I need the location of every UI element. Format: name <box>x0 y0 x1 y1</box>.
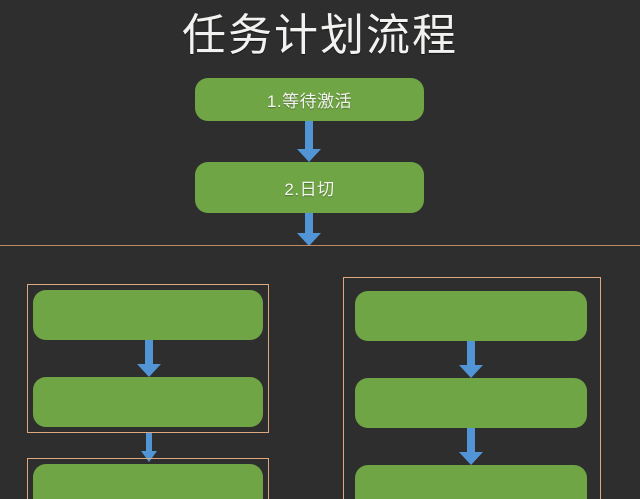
arrow-left-2-to-3 <box>141 433 157 462</box>
page-title: 任务计划流程 <box>182 11 458 60</box>
group-container-left-1 <box>27 284 269 433</box>
node-label: 1.等待激活 <box>266 92 353 111</box>
process-node-right-2[interactable] <box>355 378 587 428</box>
arrow-wait-to-daycut <box>297 121 321 162</box>
arrow-right-1-to-2 <box>459 341 483 378</box>
arrow-shaft <box>467 341 475 365</box>
arrow-head <box>141 451 157 462</box>
process-node-left-3[interactable] <box>33 464 263 499</box>
arrow-shaft <box>305 213 313 233</box>
arrow-head <box>297 149 321 162</box>
group-container-left-2 <box>27 458 269 499</box>
group-container-right-1 <box>343 277 601 499</box>
process-node-right-3[interactable] <box>355 465 587 499</box>
arrow-head <box>297 233 321 246</box>
arrow-head <box>137 364 161 377</box>
arrow-shaft <box>146 433 152 451</box>
process-node-day-cut[interactable]: 2.日切 <box>195 162 424 213</box>
process-node-left-1[interactable] <box>33 290 263 340</box>
section-divider <box>0 245 640 246</box>
arrow-shaft <box>467 428 475 452</box>
arrow-head <box>459 365 483 378</box>
process-node-wait-activation[interactable]: 1.等待激活 <box>195 78 424 121</box>
arrow-head <box>459 452 483 465</box>
arrow-left-1-to-2 <box>137 340 161 377</box>
arrow-daycut-to-branch <box>297 213 321 246</box>
arrow-shaft <box>145 340 153 364</box>
arrow-right-2-to-3 <box>459 428 483 465</box>
process-node-right-1[interactable] <box>355 291 587 341</box>
arrow-shaft <box>305 121 313 149</box>
process-node-left-2[interactable] <box>33 377 263 427</box>
node-label: 2.日切 <box>284 180 335 199</box>
